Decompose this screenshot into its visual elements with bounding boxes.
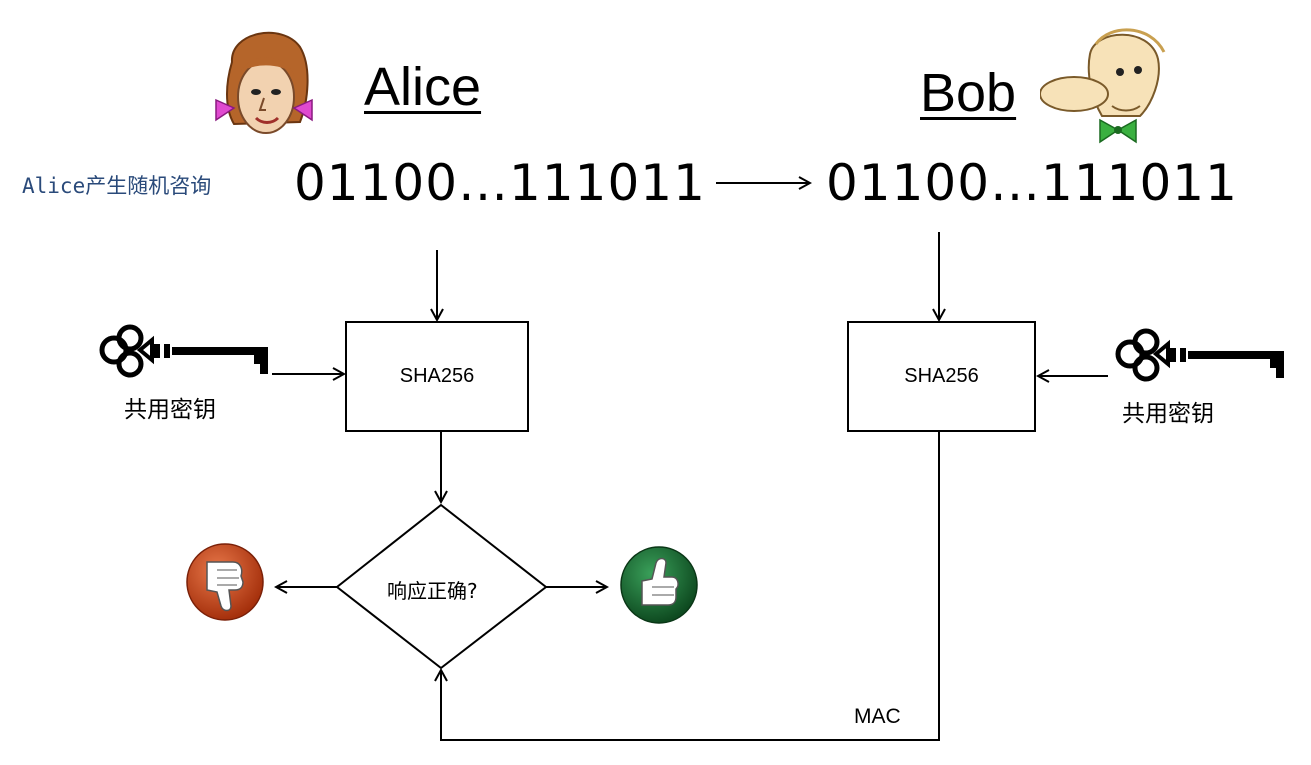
alice-bits: 01100…111011 xyxy=(294,154,706,212)
alice-caption: Alice产生随机咨询 xyxy=(22,174,212,198)
alice-avatar-icon xyxy=(215,31,313,134)
bob-name: Bob xyxy=(920,63,1017,123)
alice-key-label: 共用密钥 xyxy=(124,397,216,423)
bob-key-icon xyxy=(1115,328,1284,382)
bob-avatar-icon xyxy=(1040,28,1166,144)
thumbs-down-icon xyxy=(186,543,264,621)
decision-question: 响应正确? xyxy=(387,579,478,603)
alice-name: Alice xyxy=(364,57,482,117)
alice-key-icon xyxy=(99,324,268,378)
bob-hash-box: SHA256 xyxy=(847,321,1036,432)
bob-key-label: 共用密钥 xyxy=(1122,401,1214,427)
arrow-mac-to-decision xyxy=(441,432,940,741)
decision-diamond xyxy=(335,503,548,670)
alice-hash-box: SHA256 xyxy=(345,321,529,432)
mac-label: MAC xyxy=(854,705,901,728)
bob-bits: 01100…111011 xyxy=(826,154,1238,212)
thumbs-up-icon xyxy=(620,546,698,624)
